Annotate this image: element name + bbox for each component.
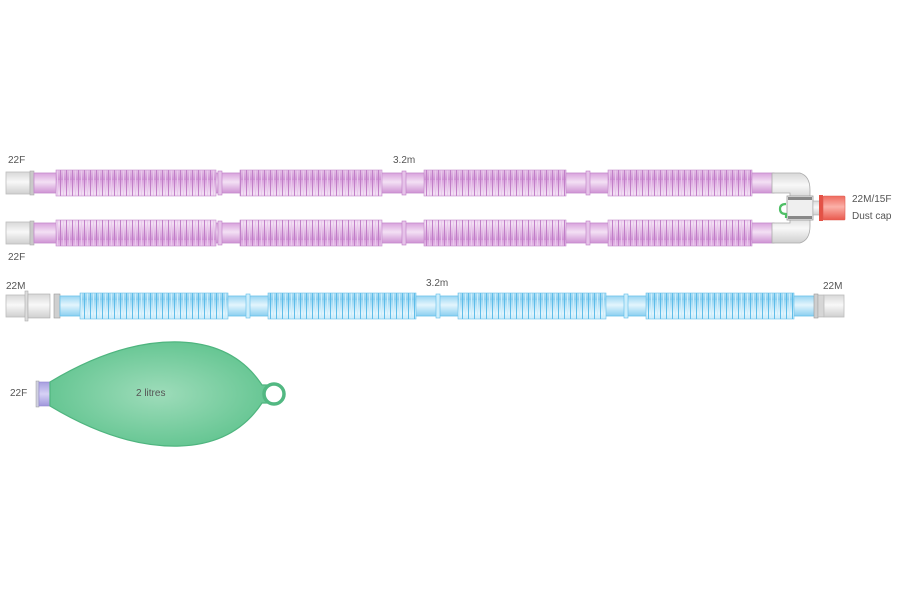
top-limb-length-label: 3.2m <box>393 155 416 166</box>
bottom-limb-connector-label: 22F <box>8 252 26 263</box>
sample-port-icon <box>778 202 788 218</box>
wye-connector <box>771 172 822 244</box>
inspiratory-limb-tube <box>5 169 775 197</box>
hose-left-connector-label: 22M <box>6 281 26 292</box>
top-limb-connector-label: 22F <box>8 155 26 166</box>
hanging-loop-icon <box>262 382 286 406</box>
expiratory-limb-tube <box>5 219 775 247</box>
blue-hose <box>5 290 845 322</box>
wye-connector-label: 22M/15F <box>852 194 892 205</box>
reservoir-bag <box>35 341 286 447</box>
hose-right-connector-label: 22M <box>823 281 843 292</box>
bag-connector-label: 22F <box>10 388 28 399</box>
bag-volume-label: 2 litres <box>136 388 166 399</box>
dust-cap-label: Dust cap <box>852 211 892 222</box>
dust-cap <box>819 195 846 221</box>
hose-length-label: 3.2m <box>426 278 449 289</box>
